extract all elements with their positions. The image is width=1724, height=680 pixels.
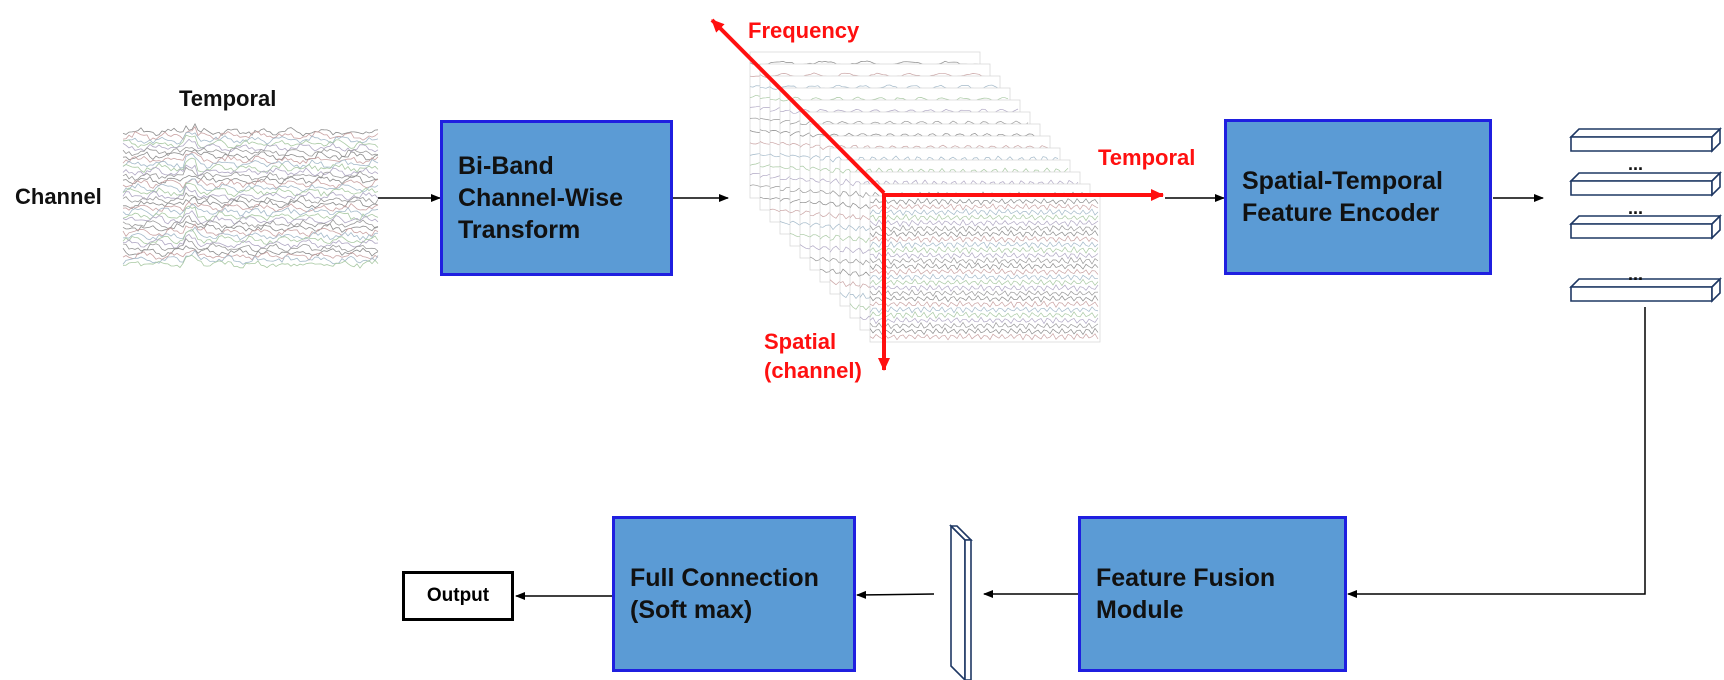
input-eeg-trace (122, 226, 379, 241)
fusion-line-1: Feature Fusion (1096, 564, 1276, 592)
fc-line-1: Full Connection (630, 564, 819, 592)
arrow-vector-to-fc (856, 590, 935, 599)
encoder-line-1: Spatial-Temporal (1242, 167, 1443, 195)
full-connection-box: Full Connection (Soft max) (612, 516, 856, 672)
input-eeg-trace (122, 228, 379, 245)
input-eeg-trace (122, 210, 379, 225)
input-eeg-trace (122, 192, 379, 206)
input-eeg-trace (122, 153, 379, 170)
feature-encoder-box: Spatial-Temporal Feature Encoder (1224, 119, 1492, 275)
feature-dots-2: ... (1628, 198, 1644, 218)
input-eeg-trace (122, 249, 379, 261)
input-eeg-trace (122, 201, 379, 213)
spatial-axis-label: Spatial (channel) (764, 327, 862, 385)
feature-maps (1569, 127, 1722, 303)
input-eeg-signal (122, 123, 379, 269)
encoder-line-2: Feature Encoder (1242, 199, 1440, 227)
spatial-axis-label-line-2: (channel) (764, 358, 862, 383)
input-eeg-trace (122, 215, 379, 229)
bi-band-line-1: Bi-Band (458, 152, 554, 180)
input-eeg-trace (122, 125, 379, 142)
input-eeg-trace (122, 178, 379, 194)
bi-band-transform-box: Bi-Band Channel-Wise Transform (440, 120, 673, 276)
red-axes (710, 18, 1164, 371)
input-eeg-trace (122, 205, 379, 222)
frequency-axis-label: Frequency (748, 18, 860, 43)
arrow-features-to-fusion (1347, 307, 1646, 598)
input-eeg-trace (122, 220, 379, 233)
input-eeg-trace (122, 146, 379, 157)
fusion-line-2: Module (1096, 596, 1184, 624)
input-temporal-label: Temporal (179, 86, 277, 111)
bi-band-line-3: Transform (458, 216, 581, 244)
input-eeg-trace (122, 254, 379, 269)
input-eeg-trace (123, 196, 379, 210)
input-eeg-trace (122, 185, 379, 201)
flow-arrows (378, 194, 1646, 600)
input-eeg-trace (122, 182, 379, 198)
input-eeg-trace (122, 149, 379, 161)
input-eeg-trace (122, 202, 379, 218)
frequency-axis (710, 18, 886, 195)
input-eeg-trace (122, 237, 379, 253)
input-eeg-trace (122, 164, 379, 177)
fused-feature-vector (949, 524, 973, 680)
input-eeg-trace (122, 245, 379, 257)
bi-band-line-2: Channel-Wise (458, 184, 624, 212)
input-eeg-trace (122, 166, 379, 181)
input-eeg-trace (122, 138, 379, 153)
output-box: Output (402, 571, 514, 621)
feature-fusion-box: Feature Fusion Module (1078, 516, 1347, 672)
frequency-slice (869, 195, 1101, 343)
input-eeg-trace (123, 233, 379, 249)
input-eeg-trace (122, 134, 379, 149)
feature-slab (1569, 171, 1722, 197)
fc-line-2: (Soft max) (630, 596, 753, 624)
feature-slab (1569, 214, 1722, 240)
input-eeg-trace (122, 178, 379, 189)
input-eeg-trace (122, 123, 379, 137)
feature-dots-1: ... (1628, 154, 1644, 174)
input-eeg-trace (122, 157, 379, 173)
input-eeg-trace (122, 151, 379, 165)
spatial-axis-label-line-1: Spatial (764, 329, 837, 354)
feature-dots-3: ... (1628, 264, 1644, 284)
input-eeg-trace (122, 131, 379, 145)
feature-slab (1569, 127, 1722, 153)
input-channel-label: Channel (15, 184, 102, 209)
temporal-axis-label: Temporal (1098, 145, 1196, 170)
feature-slab (1569, 277, 1722, 303)
